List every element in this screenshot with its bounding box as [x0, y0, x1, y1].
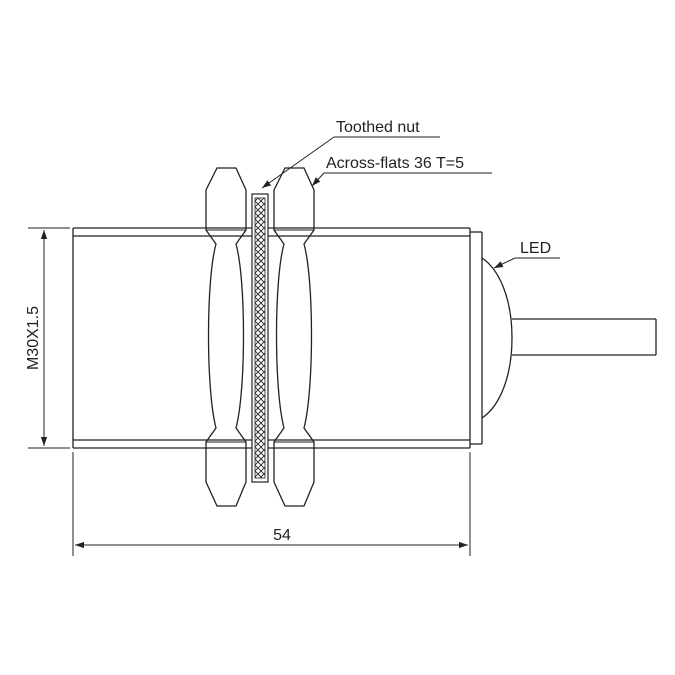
length-label: 54	[273, 527, 291, 544]
left-hex-nut	[205, 167, 247, 507]
toothed-nut-label: Toothed nut	[336, 119, 420, 136]
length-dimension: 54	[72, 452, 471, 556]
sensor-body	[72, 227, 471, 449]
across-flats-leader: Across-flats 36 T=5	[311, 155, 492, 187]
thread-label: M30X1.5	[25, 306, 42, 370]
end-cap	[470, 231, 483, 445]
across-flats-label: Across-flats 36 T=5	[326, 155, 464, 172]
led-dome	[481, 257, 513, 419]
right-hex-nut	[273, 167, 315, 507]
toothed-nut-leader: Toothed nut	[261, 119, 440, 189]
cable	[512, 318, 657, 356]
led-leader: LED	[493, 240, 560, 269]
led-label: LED	[520, 240, 551, 257]
thread-dimension: M30X1.5	[25, 227, 70, 449]
toothed-nut	[251, 193, 269, 483]
